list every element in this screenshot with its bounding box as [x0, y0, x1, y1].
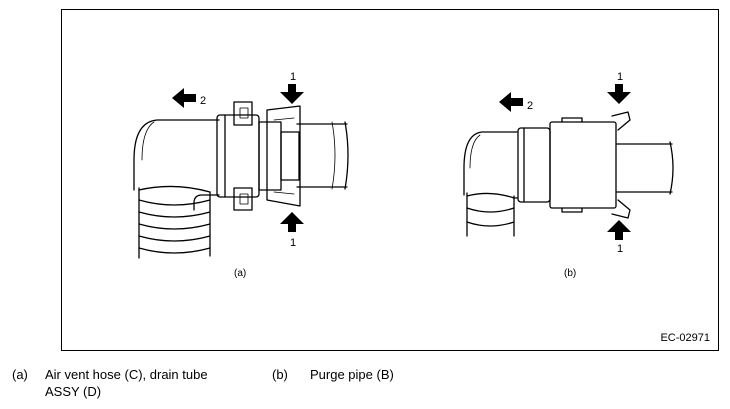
figure-code: EC-02971 [660, 332, 710, 344]
quick-connector-b [517, 111, 631, 219]
arrow-1-down-b [607, 84, 631, 104]
pipe-b [616, 143, 673, 193]
elbow-a [133, 119, 220, 211]
legend-text-b: Purge pipe (B) [310, 367, 394, 382]
hose-b [466, 192, 515, 237]
arrow-1-up-b [607, 220, 631, 240]
quick-connector-a [216, 101, 301, 211]
legend-key-b: (b) [272, 367, 288, 382]
arrow-1-up-a [280, 212, 304, 232]
legend-text-a: Air vent hose (C), drain tube ASSY (D) [45, 367, 208, 399]
arrow-2-left-b [499, 92, 523, 112]
arrow-2-left-a [172, 88, 196, 108]
elbow-b [463, 131, 518, 199]
panel-a-label: (a) [234, 268, 246, 279]
arrow-1-down-a [280, 84, 304, 104]
panel-b-label: (b) [564, 268, 576, 279]
callout-2-a: 2 [200, 95, 206, 107]
callout-1-top-a: 1 [290, 71, 296, 83]
legend-row-a: (a) Air vent hose (C), drain tube ASSY (… [12, 366, 272, 406]
figure-frame: 1 1 2 (a) 1 1 2 (b) EC-02971 [61, 9, 719, 351]
callout-1-bottom-a: 1 [290, 237, 296, 249]
panel-a-drawing [133, 101, 349, 259]
pipe-a [296, 123, 348, 188]
connector-diagram: 1 1 2 (a) 1 1 2 (b) [133, 71, 674, 279]
callout-1-bottom-b: 1 [617, 243, 623, 255]
legend-key-a: (a) [12, 367, 28, 382]
corrugated-hose-a [138, 185, 211, 259]
legend-row-b: (b) Purge pipe (B) [272, 366, 572, 386]
callout-2-b: 2 [527, 100, 533, 112]
callout-1-top-b: 1 [617, 71, 623, 83]
panel-b-drawing [463, 111, 674, 237]
